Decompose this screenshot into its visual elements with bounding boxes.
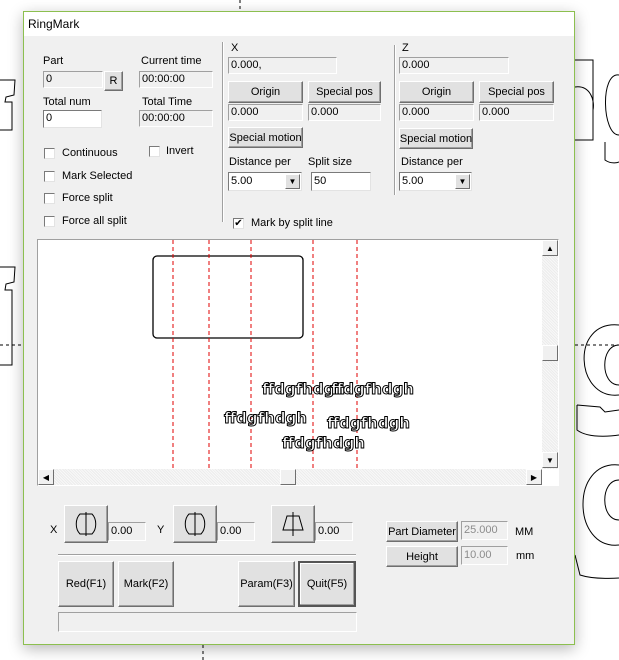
current-time-label: Current time: [141, 55, 202, 67]
part-diameter-field: 25.000: [461, 521, 508, 540]
checkbox-box[interactable]: ✔: [233, 218, 244, 229]
bg-letter-outline: [574, 464, 619, 579]
x-special-pos-button[interactable]: Special pos: [308, 81, 381, 103]
x-origin-value: 0.000: [228, 104, 303, 121]
scroll-up-button[interactable]: ▲: [542, 240, 558, 256]
preview-drawing: ffdgfhdgh ffdgfhdgh ffdgfhdgh ffdgfhdgh …: [152, 240, 414, 469]
x-distance-per-label: Distance per: [229, 156, 291, 168]
scroll-left-button[interactable]: ◀: [38, 469, 54, 485]
force-split-label: Force split: [62, 192, 113, 204]
invert-label: Invert: [166, 145, 194, 157]
height-button[interactable]: Height: [386, 546, 458, 567]
bg-letter-outline: [604, 74, 619, 164]
ringmark-window: RingMark Part 0 R Current time 00:00:00 …: [23, 11, 575, 645]
mark-by-split-line-label: Mark by split line: [251, 217, 333, 229]
scroll-right-button[interactable]: ▶: [526, 469, 542, 485]
horizontal-scroll-thumb[interactable]: [280, 469, 296, 485]
red-button[interactable]: Red(F1): [58, 561, 114, 607]
z-special-pos-button[interactable]: Special pos: [479, 81, 554, 103]
preview-text: ffdgfhdgh: [331, 380, 414, 398]
checkbox-box[interactable]: [44, 171, 55, 182]
dropdown-arrow-icon[interactable]: ▼: [285, 174, 300, 189]
mirror-x-value: 0.00: [108, 522, 146, 541]
mark-selected-label: Mark Selected: [62, 170, 133, 182]
vertical-scroll-thumb[interactable]: [542, 345, 558, 361]
title-bar[interactable]: RingMark: [24, 12, 574, 36]
z-origin-button[interactable]: Origin: [399, 81, 474, 103]
height-field: 10.00: [461, 546, 508, 565]
part-field: 0: [43, 71, 103, 88]
height-unit: mm: [516, 550, 535, 562]
z-special-pos-value: 0.000: [479, 104, 554, 121]
taper-button[interactable]: [271, 505, 315, 543]
bg-letter-outline: [0, 266, 16, 366]
x-distance-per-value: 5.00: [231, 175, 253, 187]
z-axis-label: Z: [402, 42, 409, 54]
diameter-unit: MM: [515, 526, 534, 538]
total-num-label: Total num: [43, 96, 91, 108]
mirror-x-button[interactable]: [64, 505, 108, 543]
mirror-y-icon: [184, 512, 206, 536]
x-distance-per-select[interactable]: 5.00 ▼: [228, 172, 302, 191]
checkbox-box[interactable]: [44, 216, 55, 227]
mark-button[interactable]: Mark(F2): [118, 561, 174, 607]
preview-text: ffdgfhdgh: [282, 434, 365, 452]
z-distance-per-value: 5.00: [402, 175, 424, 187]
separator-vertical: [394, 45, 396, 195]
z-origin-value: 0.000: [399, 104, 474, 121]
x-position-field: 0.000,: [228, 57, 337, 74]
z-distance-per-select[interactable]: 5.00 ▼: [399, 172, 472, 191]
bg-letter-outline: [0, 79, 16, 131]
bg-letter-outline: [574, 59, 594, 141]
checkbox-box[interactable]: [44, 193, 55, 204]
x-origin-button[interactable]: Origin: [228, 81, 303, 103]
param-button[interactable]: Param(F3): [238, 561, 295, 607]
x-special-motion-button[interactable]: Special motion: [228, 127, 303, 148]
separator-vertical: [222, 42, 224, 222]
status-bar: [58, 612, 357, 632]
mirror-x-icon: [75, 512, 97, 536]
z-special-motion-button[interactable]: Special motion: [399, 128, 473, 149]
taper-value: 0.00: [315, 522, 353, 541]
separator-horizontal: [58, 554, 356, 556]
total-time-label: Total Time: [142, 96, 193, 108]
taper-icon: [282, 512, 304, 536]
ring-outline: [152, 255, 304, 339]
preview-canvas[interactable]: ffdgfhdgh ffdgfhdgh ffdgfhdgh ffdgfhdgh …: [37, 239, 559, 486]
x-axis-label: X: [231, 42, 239, 54]
scroll-down-button[interactable]: ▼: [542, 452, 558, 468]
current-time-field: 00:00:00: [139, 71, 213, 88]
total-num-input[interactable]: 0: [43, 110, 102, 128]
z-position-field: 0.000: [399, 57, 509, 74]
preview-text: ffdgfhdgh: [262, 380, 345, 398]
mirror-x-label: X: [50, 524, 58, 536]
part-label: Part: [43, 55, 64, 67]
force-all-split-label: Force all split: [62, 215, 127, 227]
dropdown-arrow-icon[interactable]: ▼: [455, 174, 470, 189]
window-title: RingMark: [28, 17, 80, 31]
mirror-y-label: Y: [157, 524, 165, 536]
x-special-pos-value: 0.000: [308, 104, 381, 121]
checkbox-box[interactable]: [44, 148, 55, 159]
preview-text: ffdgfhdgh: [327, 414, 410, 432]
quit-button[interactable]: Quit(F5): [298, 561, 356, 607]
mirror-y-value: 0.00: [217, 522, 255, 541]
bg-letter-outline: [576, 324, 619, 437]
part-diameter-button[interactable]: Part Diameter: [386, 521, 458, 542]
reset-part-button[interactable]: R: [104, 71, 123, 91]
continuous-label: Continuous: [62, 147, 118, 159]
total-time-field: 00:00:00: [139, 110, 213, 127]
checkbox-box[interactable]: [149, 146, 160, 157]
preview-text: ffdgfhdgh: [224, 409, 307, 427]
split-size-input[interactable]: 50: [311, 172, 371, 191]
z-distance-per-label: Distance per: [401, 156, 463, 168]
mirror-y-button[interactable]: [173, 505, 217, 543]
split-size-label: Split size: [308, 156, 353, 168]
